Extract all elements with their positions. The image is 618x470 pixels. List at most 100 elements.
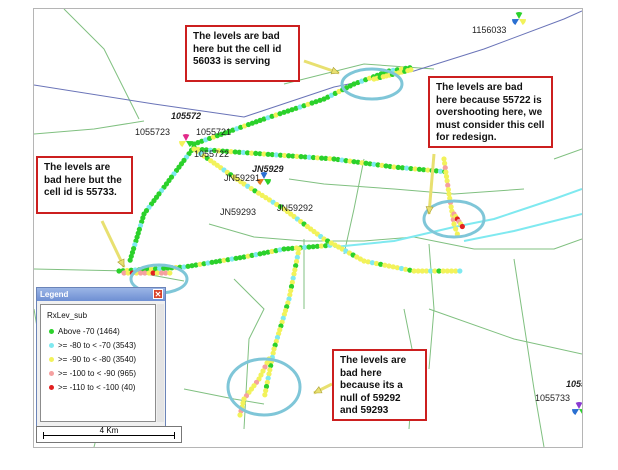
drive-test-sample: [203, 147, 209, 153]
drive-test-sample: [318, 243, 325, 249]
drive-test-sample: [425, 167, 431, 173]
drive-test-sample: [273, 112, 279, 118]
drive-test-sample: [146, 270, 152, 276]
drive-test-sample: [407, 267, 413, 273]
drive-test-sample: [142, 270, 148, 276]
drive-test-sample: [443, 173, 450, 180]
drive-test-sample: [298, 154, 304, 160]
callout-arrow-head: [313, 386, 323, 394]
drive-test-sample: [281, 246, 287, 252]
callout-arrow: [427, 153, 436, 215]
drive-test-sample: [378, 261, 384, 267]
legend-layer-name: RxLev_sub: [47, 311, 88, 320]
drive-test-sample: [306, 244, 312, 250]
drive-test-sample: [264, 360, 270, 366]
drive-test-sample: [249, 252, 255, 258]
close-icon[interactable]: ✕: [153, 289, 163, 299]
road: [34, 120, 145, 135]
legend-body: RxLev_sub Above -70 (1464)>= -80 to < -7…: [40, 304, 156, 422]
road: [474, 238, 582, 250]
drive-test-sample: [241, 254, 247, 260]
drive-test-sample: [310, 244, 316, 250]
drive-test-sample: [383, 163, 389, 169]
site-1156033: [512, 11, 526, 25]
drive-test-sample: [262, 364, 268, 370]
drive-test-sample: [193, 262, 199, 268]
drive-test-sample: [229, 256, 235, 262]
drive-test-sample: [285, 246, 291, 252]
drive-test-sample: [257, 251, 263, 257]
drive-test-sample: [399, 165, 406, 171]
site-sector: [579, 409, 582, 414]
drive-test-sample: [390, 264, 396, 270]
drive-test-sample: [310, 154, 317, 161]
drive-test-sample: [404, 165, 410, 171]
drive-test-sample: [273, 152, 279, 158]
legend-swatch: [49, 371, 54, 377]
legend-swatch: [49, 357, 54, 363]
road: [343, 158, 365, 255]
drive-test-sample: [211, 147, 218, 154]
legend-title-bar[interactable]: Legend ✕: [37, 288, 165, 301]
drive-test-sample: [302, 244, 308, 250]
drive-test-sample: [436, 268, 442, 274]
drive-test-sample: [281, 152, 288, 159]
drive-test-sample: [437, 168, 444, 174]
drive-test-sample: [289, 279, 295, 285]
highway-line: [333, 188, 582, 248]
drive-test-sample: [197, 261, 203, 267]
drive-test-sample: [245, 253, 251, 259]
drive-test-sample: [263, 388, 269, 394]
legend-scrollbar[interactable]: [157, 304, 164, 422]
scale-tick-right: [174, 432, 175, 439]
site-sector: [519, 19, 526, 25]
drive-test-sample: [265, 151, 271, 157]
site-sector: [257, 179, 264, 185]
drive-test-sample: [189, 263, 195, 269]
route-bad-east: [451, 211, 465, 230]
legend-item-label: Above -70 (1464): [58, 327, 120, 336]
drive-test-sample: [412, 166, 418, 172]
drive-test-sample: [305, 101, 311, 107]
site-label-1055721: 1055721: [196, 127, 232, 137]
site-sector: [512, 19, 519, 25]
site-sector: [575, 402, 582, 409]
drive-test-sample: [220, 148, 226, 154]
site-label-jn59291: JN59291: [224, 173, 261, 183]
legend-item: >= -110 to < -100 (40): [49, 383, 135, 393]
drive-test-sample: [445, 182, 451, 188]
road: [288, 178, 525, 195]
drive-test-sample: [268, 363, 274, 369]
drive-test-sample: [386, 263, 392, 269]
drive-test-sample: [293, 105, 299, 111]
drive-test-sample: [454, 231, 460, 237]
drive-test-sample: [261, 116, 267, 122]
drive-test-sample: [457, 268, 463, 274]
drive-test-sample: [387, 163, 393, 170]
road: [513, 258, 545, 447]
drive-test-sample: [262, 392, 268, 398]
road: [63, 9, 140, 120]
drive-test-sample: [225, 257, 231, 263]
site-label-1055-partial: 1055: [566, 379, 582, 389]
legend-item-label: >= -90 to < -80 (3540): [58, 355, 137, 364]
legend-window[interactable]: Legend ✕ RxLev_sub Above -70 (1464)>= -8…: [36, 287, 166, 427]
drive-test-sample: [264, 379, 270, 385]
site-sector: [515, 11, 523, 19]
drive-test-sample: [261, 250, 267, 256]
drive-test-sample: [244, 150, 251, 156]
problem-area-ring: [422, 199, 486, 239]
drive-test-sample: [240, 149, 247, 156]
drive-test-sample: [297, 104, 303, 110]
drive-test-sample: [216, 148, 222, 154]
drive-test-sample: [269, 248, 275, 254]
drive-test-sample: [289, 245, 295, 251]
problem-area-ring: [226, 357, 302, 417]
drive-test-sample: [451, 221, 457, 227]
drive-test-sample: [408, 165, 414, 172]
drive-test-sample: [289, 107, 295, 113]
drive-test-sample: [263, 383, 270, 390]
drive-test-sample: [288, 283, 295, 290]
drive-test-sample: [415, 268, 421, 274]
drive-test-sample: [273, 248, 279, 254]
